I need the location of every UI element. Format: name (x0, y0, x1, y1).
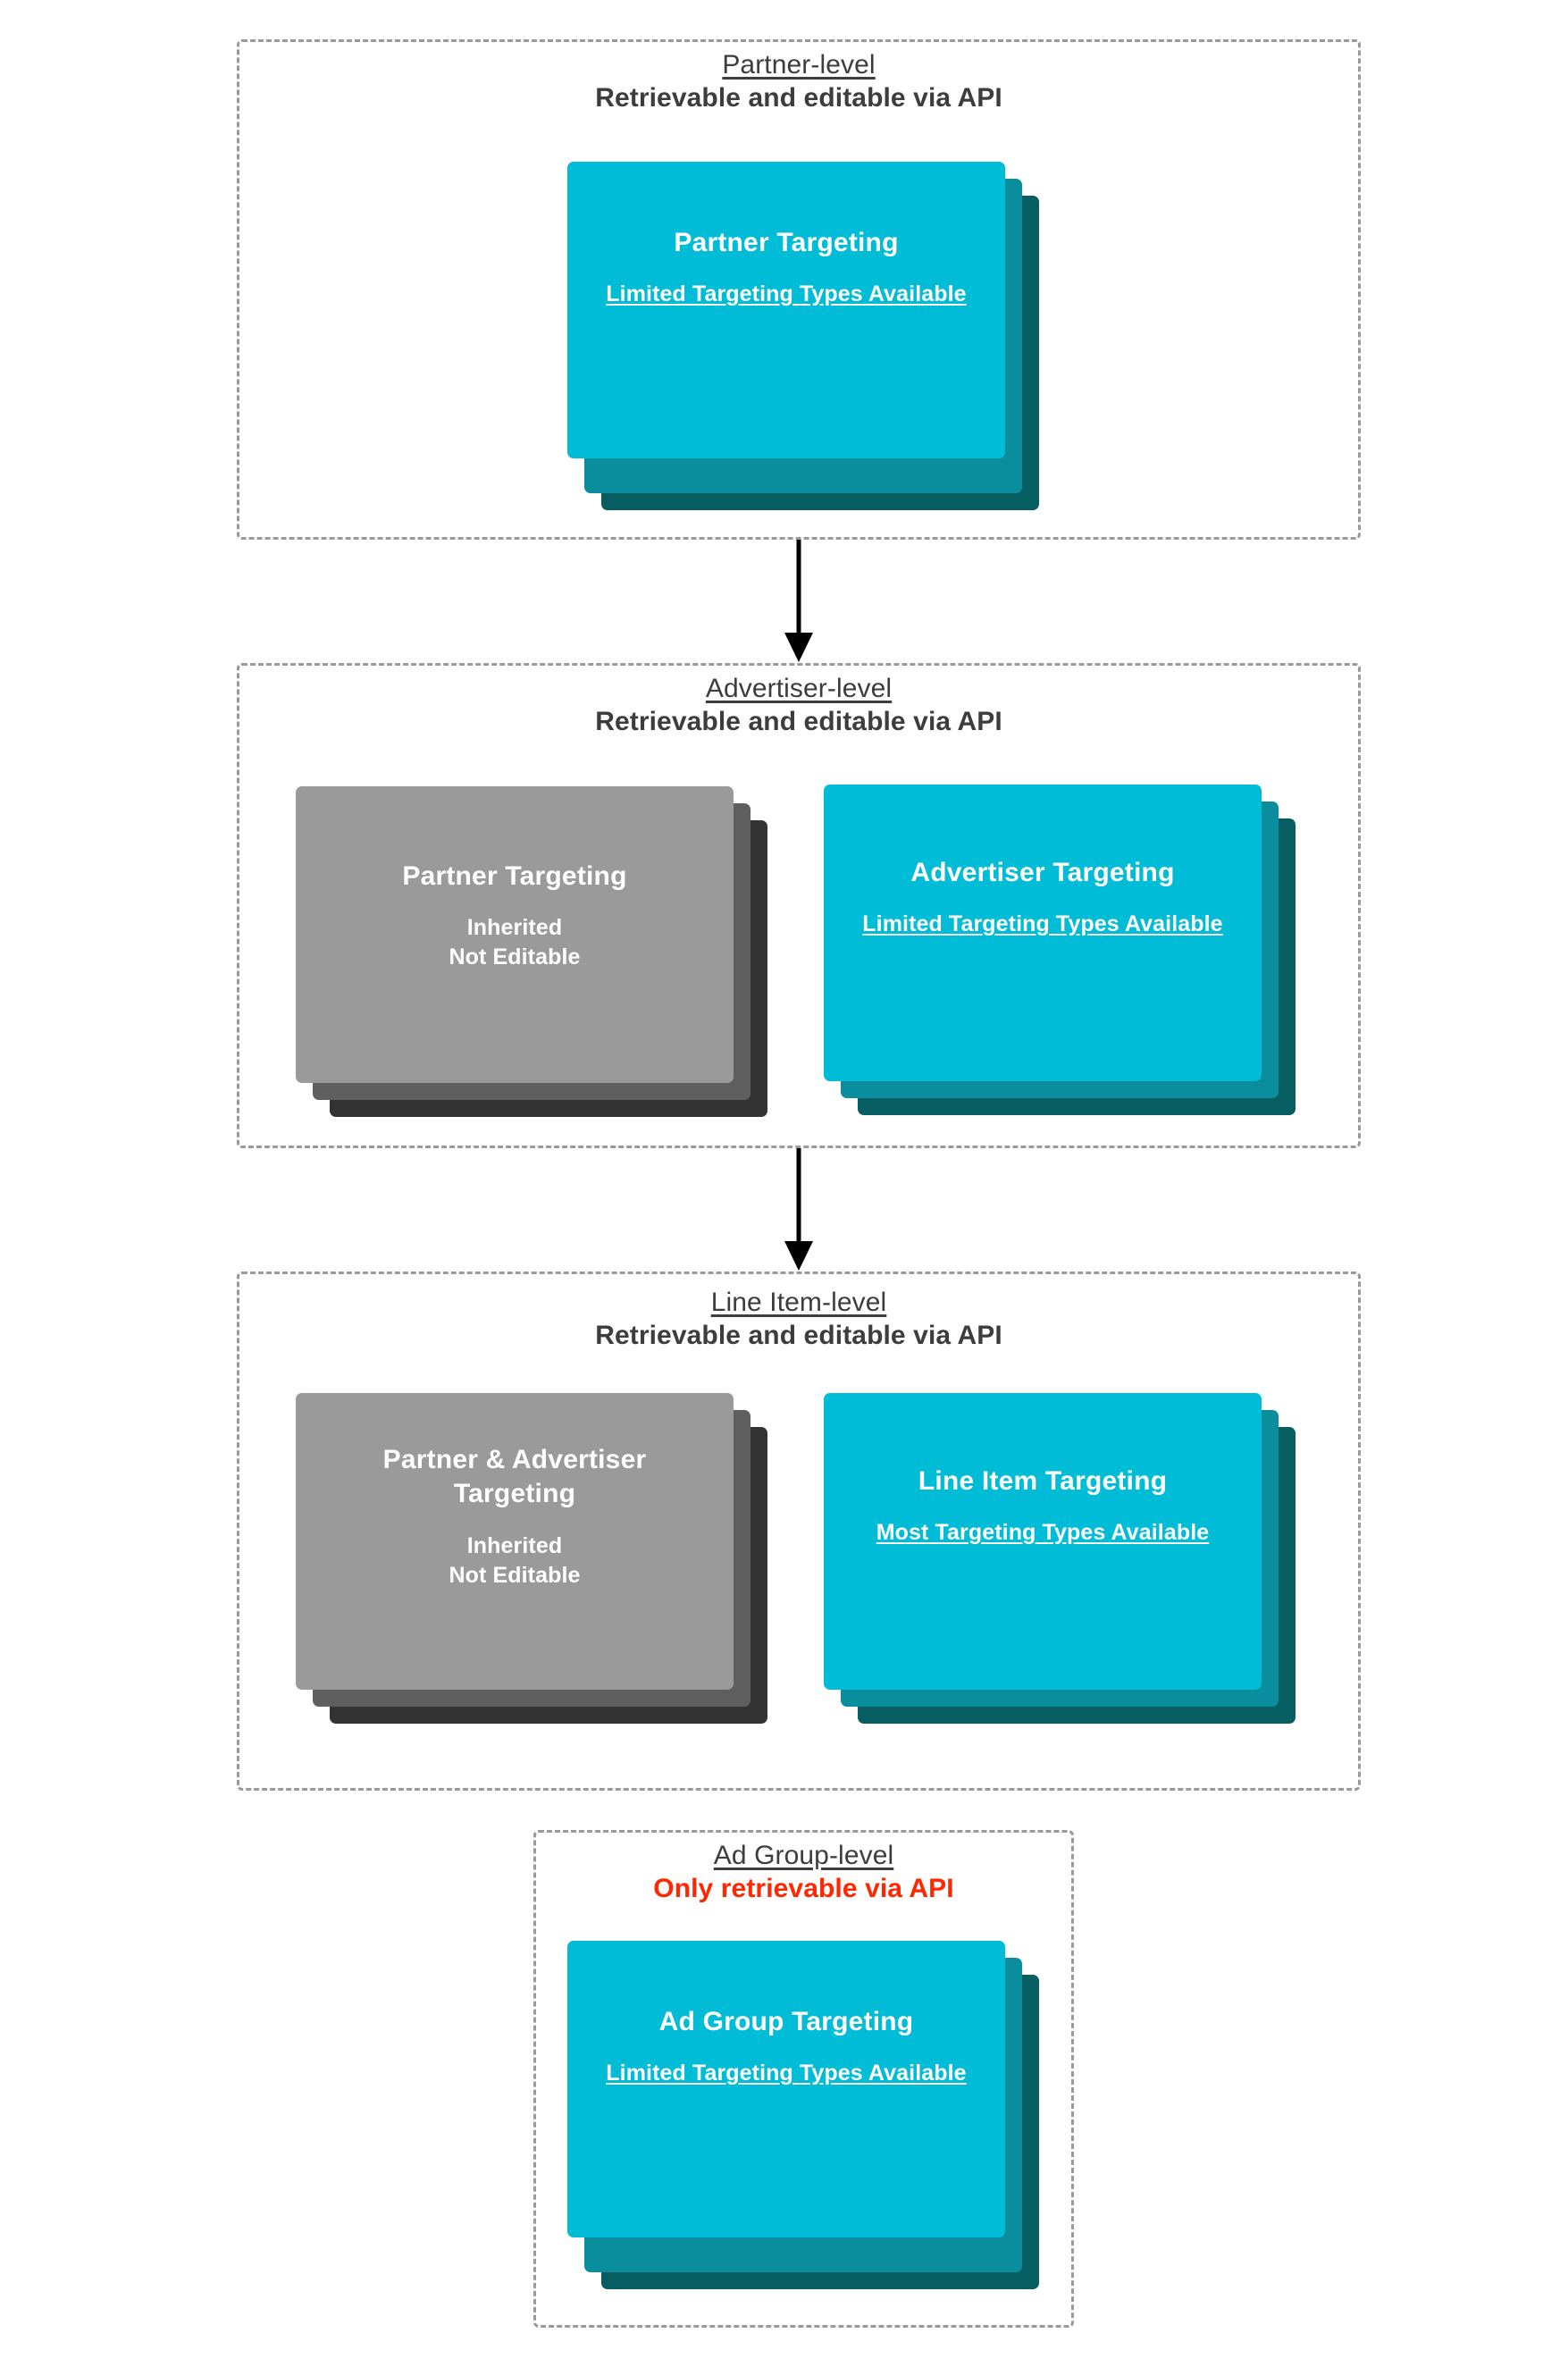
connector-partner-to-advertiser (772, 540, 826, 663)
card-title: Ad Group Targeting (658, 2007, 914, 2036)
card-title: Partner & Advertiser Targeting (382, 1445, 647, 1509)
card-note: Inherited Not Editable (449, 915, 581, 970)
level-container-ad-group (533, 1830, 1074, 2328)
card-inherited-partner-advertiser-targeting[interactable]: Partner & Advertiser Targeting Inherited… (296, 1393, 734, 1690)
level-container-line-item (237, 1272, 1361, 1791)
level-container-partner (237, 39, 1361, 540)
card-stack-advertiser-targeting: Advertiser Targeting Limited Targeting T… (824, 785, 1302, 1120)
card-note: Limited Targeting Types Available (862, 911, 1223, 937)
connector-advertiser-to-line-item (772, 1148, 826, 1272)
card-stack-partner-targeting: Partner Targeting Limited Targeting Type… (567, 162, 1045, 515)
card-stack-advertiser-inherited: Partner Targeting Inherited Not Editable (296, 786, 774, 1121)
card-stack-line-item-targeting: Line Item Targeting Most Targeting Types… (824, 1393, 1302, 1746)
arrow-down-icon (784, 1148, 813, 1271)
card-stack-ad-group-targeting: Ad Group Targeting Limited Targeting Typ… (567, 1941, 1045, 2294)
card-title: Partner Targeting (674, 228, 899, 257)
card-note: Limited Targeting Types Available (606, 281, 967, 307)
card-note: Inherited Not Editable (449, 1532, 581, 1588)
card-partner-targeting[interactable]: Partner Targeting Limited Targeting Type… (567, 162, 1005, 458)
card-title: Advertiser Targeting (910, 858, 1175, 887)
card-stack-line-item-inherited: Partner & Advertiser Targeting Inherited… (296, 1393, 774, 1746)
card-title: Partner Targeting (402, 861, 627, 891)
card-line-item-targeting[interactable]: Line Item Targeting Most Targeting Types… (824, 1393, 1262, 1690)
card-ad-group-targeting[interactable]: Ad Group Targeting Limited Targeting Typ… (567, 1941, 1005, 2237)
arrow-down-icon (784, 540, 813, 662)
level-container-advertiser (237, 663, 1361, 1148)
card-advertiser-targeting[interactable]: Advertiser Targeting Limited Targeting T… (824, 785, 1262, 1081)
card-note: Limited Targeting Types Available (606, 2061, 967, 2086)
card-note: Most Targeting Types Available (876, 1520, 1210, 1546)
card-title: Line Item Targeting (918, 1466, 1168, 1496)
card-inherited-partner-targeting[interactable]: Partner Targeting Inherited Not Editable (296, 786, 734, 1083)
